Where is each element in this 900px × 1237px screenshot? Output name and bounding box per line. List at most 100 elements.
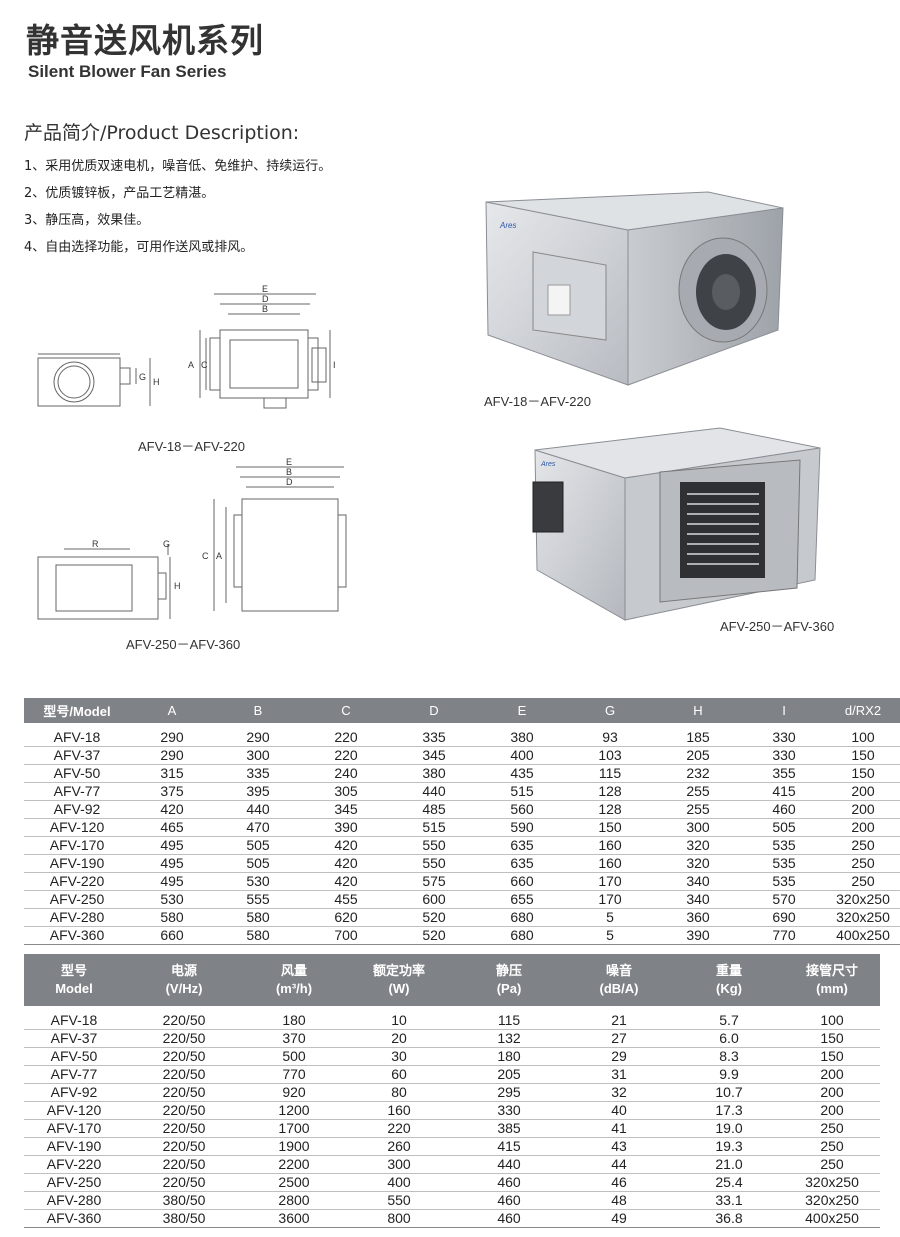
table-cell: 335 bbox=[214, 764, 302, 783]
dimension-col-header: E bbox=[478, 698, 566, 723]
table-cell: AFV-190 bbox=[24, 854, 130, 873]
table-cell: 170 bbox=[566, 872, 654, 891]
table-cell: 340 bbox=[654, 872, 742, 891]
table-cell: 255 bbox=[654, 782, 742, 801]
large-blower-photo: Ares bbox=[532, 427, 821, 621]
table-cell: 440 bbox=[214, 800, 302, 819]
dim-label-b: B bbox=[262, 304, 268, 314]
table-cell: 150 bbox=[826, 764, 900, 783]
table-cell: 300 bbox=[654, 818, 742, 837]
table-cell: 250 bbox=[784, 1155, 880, 1174]
table-cell: 255 bbox=[654, 800, 742, 819]
dimension-col-header: A bbox=[130, 698, 214, 723]
table-cell: 460 bbox=[454, 1173, 564, 1192]
feature-item-2: 2、优质镀锌板，产品工艺精湛。 bbox=[24, 186, 215, 201]
table-cell: 103 bbox=[566, 746, 654, 765]
header-label-cn: 型号 bbox=[60, 963, 87, 978]
table-cell: 27 bbox=[564, 1029, 674, 1048]
table-cell: 31 bbox=[564, 1065, 674, 1084]
table-cell: 330 bbox=[742, 746, 826, 765]
table-cell: AFV-37 bbox=[24, 746, 130, 765]
table-cell: 10.7 bbox=[674, 1083, 784, 1102]
dim-label-a2: A bbox=[216, 551, 222, 561]
dim-label-c2: C bbox=[202, 551, 209, 561]
table-cell: AFV-77 bbox=[24, 782, 130, 801]
performance-col-header: 接管尺寸(mm) bbox=[784, 954, 880, 1006]
table-cell: 320x250 bbox=[784, 1173, 880, 1192]
table-cell: 505 bbox=[214, 836, 302, 855]
table-cell: 1900 bbox=[244, 1137, 344, 1156]
table-cell: 800 bbox=[344, 1209, 454, 1228]
small-drawing-caption: AFV-18－AFV-220 bbox=[138, 439, 245, 454]
table-cell: 150 bbox=[826, 746, 900, 765]
dimension-col-header: d/RX2 bbox=[826, 698, 900, 723]
feature-item-4: 4、自由选择功能，可用作送风或排风。 bbox=[24, 240, 254, 255]
header-label-cn: 额定功率 bbox=[372, 963, 425, 978]
table-cell: 150 bbox=[784, 1047, 880, 1066]
table-cell: 250 bbox=[826, 854, 900, 873]
table-cell: 20 bbox=[344, 1029, 454, 1048]
table-cell: 680 bbox=[478, 926, 566, 945]
table-cell: AFV-190 bbox=[24, 1137, 124, 1156]
table-cell: AFV-220 bbox=[24, 1155, 124, 1174]
table-cell: 465 bbox=[130, 818, 214, 837]
dim-label-i: I bbox=[333, 360, 336, 370]
header-label-en: (dB/A) bbox=[599, 981, 639, 996]
table-cell: 515 bbox=[478, 782, 566, 801]
dim-label-g: G bbox=[139, 372, 146, 382]
table-cell: 380/50 bbox=[124, 1209, 244, 1228]
dimension-col-header: B bbox=[214, 698, 302, 723]
table-cell: 36.8 bbox=[674, 1209, 784, 1228]
table-cell: AFV-280 bbox=[24, 1191, 124, 1210]
table-cell: 660 bbox=[478, 872, 566, 891]
performance-col-header: 重量(Kg) bbox=[674, 954, 784, 1006]
dim-label-a: A bbox=[188, 360, 194, 370]
table-cell: 9.9 bbox=[674, 1065, 784, 1084]
header-label-en: (V/Hz) bbox=[165, 981, 203, 996]
table-cell: 485 bbox=[390, 800, 478, 819]
feature-item-1: 1、采用优质双速电机，噪音低、免维护、持续运行。 bbox=[24, 159, 332, 174]
table-cell: 205 bbox=[454, 1065, 564, 1084]
table-cell: 160 bbox=[566, 854, 654, 873]
table-cell: 535 bbox=[742, 854, 826, 873]
table-cell: 920 bbox=[244, 1083, 344, 1102]
table-cell: 5 bbox=[566, 908, 654, 927]
table-cell: 290 bbox=[214, 729, 302, 747]
table-cell: 580 bbox=[130, 908, 214, 927]
table-cell: 185 bbox=[654, 729, 742, 747]
dimension-col-header: C bbox=[302, 698, 390, 723]
table-cell: 2200 bbox=[244, 1155, 344, 1174]
table-cell: 420 bbox=[302, 836, 390, 855]
table-cell: 21 bbox=[564, 1012, 674, 1030]
table-cell: AFV-220 bbox=[24, 872, 130, 891]
table-cell: 315 bbox=[130, 764, 214, 783]
table-cell: 180 bbox=[244, 1012, 344, 1030]
table-cell: 19.3 bbox=[674, 1137, 784, 1156]
dimension-col-header: D bbox=[390, 698, 478, 723]
table-cell: 290 bbox=[130, 729, 214, 747]
table-cell: 495 bbox=[130, 836, 214, 855]
table-cell: 635 bbox=[478, 836, 566, 855]
table-cell: 300 bbox=[214, 746, 302, 765]
table-cell: 220/50 bbox=[124, 1029, 244, 1048]
dimension-col-header: I bbox=[742, 698, 826, 723]
dim-label-r: R bbox=[92, 539, 99, 549]
table-cell: AFV-37 bbox=[24, 1029, 124, 1048]
table-cell: 370 bbox=[244, 1029, 344, 1048]
large-model-dimension-drawing: R G H E B D C A bbox=[37, 457, 347, 620]
table-cell: 690 bbox=[742, 908, 826, 927]
table-cell: 200 bbox=[826, 818, 900, 837]
table-cell: 21.0 bbox=[674, 1155, 784, 1174]
table-cell: 550 bbox=[390, 854, 478, 873]
table-cell: 330 bbox=[454, 1101, 564, 1120]
table-cell: 415 bbox=[454, 1137, 564, 1156]
table-cell: 128 bbox=[566, 782, 654, 801]
